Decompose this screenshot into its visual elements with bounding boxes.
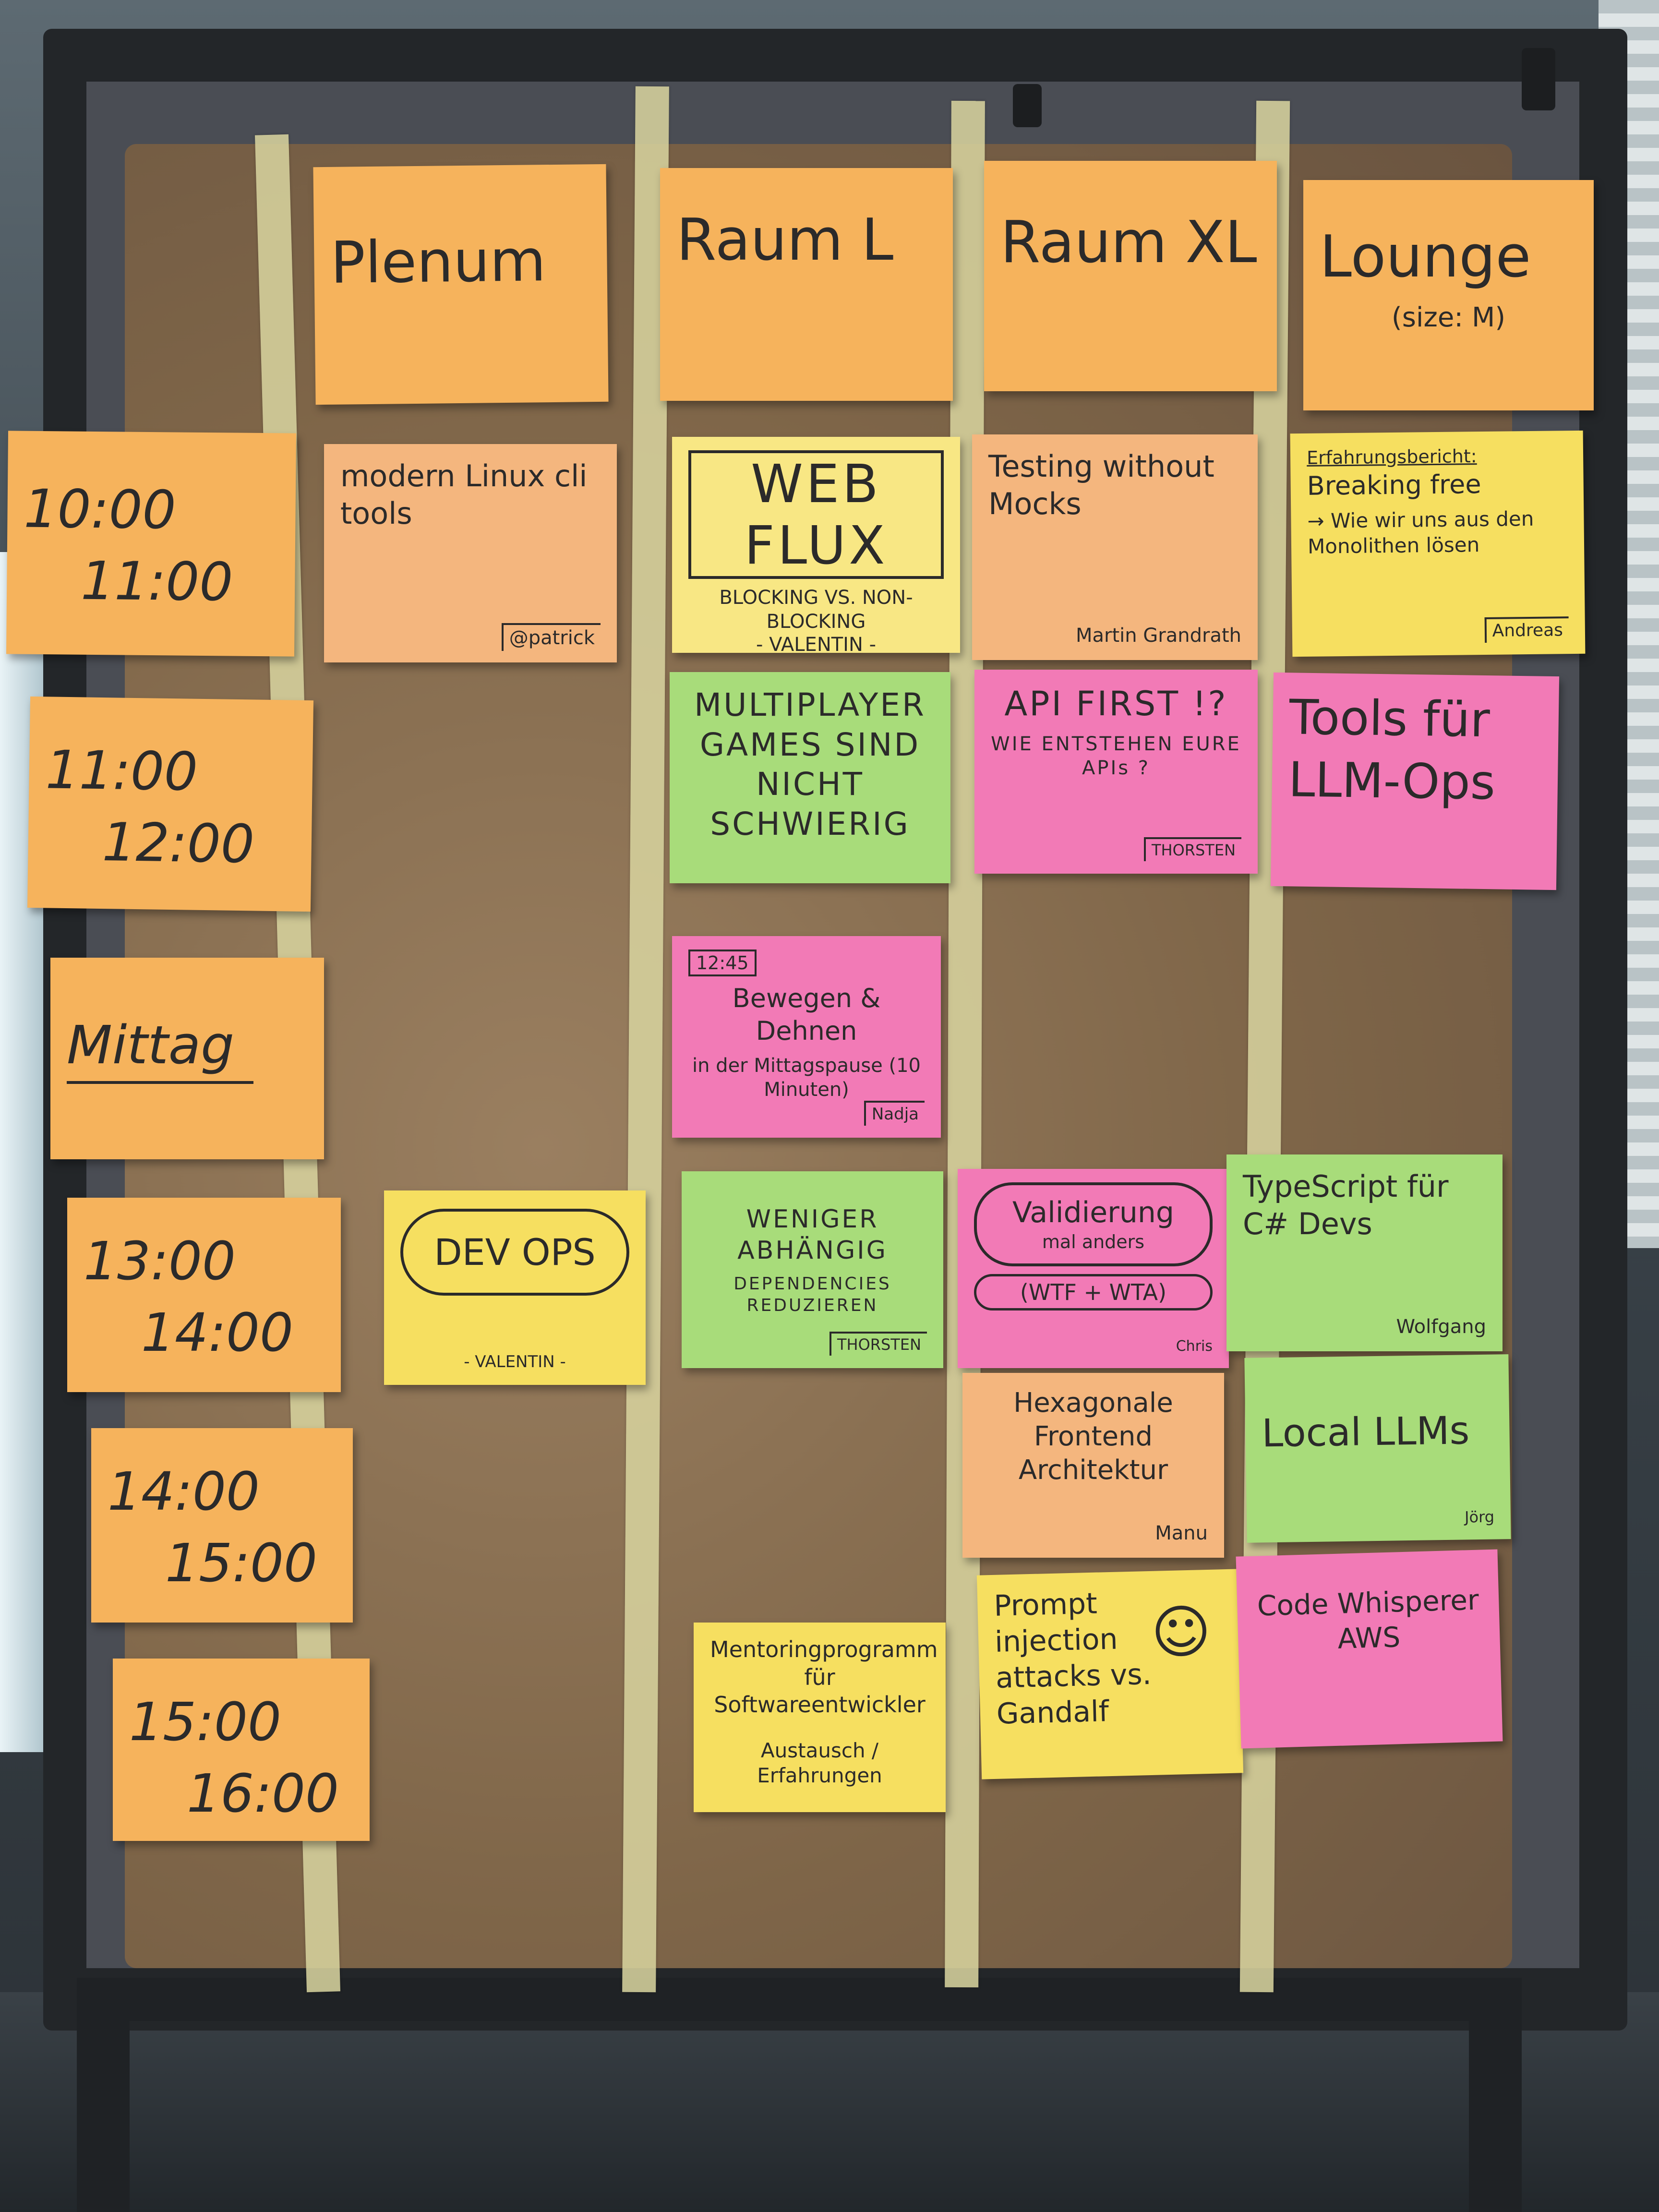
time-start: 11:00 [45,739,198,803]
session-title: Mentoringprogramm für Softwareentwickler [710,1636,938,1718]
lunch-label: Mittag [67,1010,253,1084]
magnet [1522,48,1555,110]
time-start: 10:00 [24,478,177,541]
session-author: - VALENTIN - [756,634,877,653]
session-api-first: API FIRST !? WIE ENTSTEHEN EURE APIs ? T… [974,670,1258,874]
session-validierung: Validierung mal anders (WTF + WTA) Chris [958,1169,1229,1368]
session-breaking-free: Erfahrungsbericht: Breaking free → Wie w… [1290,430,1586,657]
session-webflux: WEB FLUX BLOCKING VS. NON-BLOCKING - VAL… [672,437,960,653]
session-time-tag: 12:45 [688,950,757,976]
time-slot-2: 11:00 12:00 [27,696,314,912]
session-subtitle: WIE ENTSTEHEN EURE APIs ? [991,733,1241,779]
session-title: Code Whisperer AWS [1256,1583,1479,1655]
time-slot-5: 15:00 16:00 [113,1659,370,1841]
magnet [1013,84,1042,127]
stand-leg-left [77,1992,130,2212]
stand-leg-right [1469,1992,1522,2212]
time-end: 11:00 [80,550,233,613]
session-author: Martin Grandrath [1075,625,1241,647]
session-multiplayer-games: MULTIPLAYER GAMES SIND NICHT SCHWIERIG [670,672,950,883]
session-title: Validierung [1012,1196,1174,1229]
session-subtitle: mal anders [1042,1231,1145,1252]
session-subtitle: in der Mittagspause (10 Minuten) [692,1055,921,1101]
session-title: Testing without Mocks [988,449,1214,521]
time-end: 12:00 [101,811,255,875]
session-linux-cli-tools: modern Linux cli tools @patrick [324,444,617,662]
time-slot-4: 14:00 15:00 [91,1428,353,1623]
session-title: WENIGER ABHÄNGIG [737,1205,888,1265]
time-slot-3: 13:00 14:00 [67,1198,341,1392]
session-author: - VALENTIN - [464,1352,566,1371]
session-title: MULTIPLAYER GAMES SIND NICHT SCHWIERIG [694,686,926,842]
frame-bar [77,1978,1522,2021]
session-subtitle: DEPENDENCIES REDUZIEREN [733,1274,891,1315]
session-author: Andreas [1484,616,1569,643]
session-label: Erfahrungsbericht: [1306,445,1477,469]
session-tag: (WTF + WTA) [974,1274,1213,1310]
session-title: WEB FLUX [688,450,944,579]
time-end: 14:00 [141,1301,294,1363]
header-raum-l: Raum L [660,168,953,401]
session-subtitle: BLOCKING VS. NON-BLOCKING [719,587,913,633]
time-slot-1: 10:00 11:00 [6,431,297,657]
wizard-face-icon: ☺ [1150,1598,1212,1667]
header-title: Raum L [676,207,894,274]
time-start: 13:00 [84,1230,236,1292]
session-bewegen-dehnen: 12:45 Bewegen & Dehnen in der Mittagspau… [672,936,941,1138]
session-author: THORSTEN [1143,837,1241,861]
session-title: Tools für LLM-Ops [1288,689,1496,811]
time-start: 15:00 [129,1691,282,1753]
session-author: THORSTEN [829,1332,927,1356]
time-end: 15:00 [165,1532,318,1594]
header-title: Lounge [1320,224,1531,290]
session-title: Hexagonale Frontend Architektur [1013,1387,1173,1486]
session-mentoringprogramm: Mentoringprogramm für Softwareentwickler… [694,1623,946,1812]
session-prompt-injection: Prompt injection attacks vs. Gandalf ☺ [976,1569,1244,1779]
session-title: TypeScript für C# Devs [1243,1169,1449,1241]
session-author: Jörg [1464,1507,1495,1527]
header-raum-xl: Raum XL [984,161,1277,391]
header-subtitle: (size: M) [1391,302,1506,333]
session-subtitle: → Wie wir uns aus den Monolithen lösen [1307,506,1534,558]
time-end: 16:00 [187,1762,339,1824]
session-title: Breaking free [1307,469,1481,501]
session-author: Wolfgang [1396,1316,1486,1338]
session-hexagonale-frontend: Hexagonale Frontend Architektur Manu [962,1373,1224,1558]
session-title: modern Linux cli tools [340,458,588,531]
session-author: Nadja [864,1101,925,1126]
header-plenum: Plenum [313,164,609,405]
session-author: @patrick [501,623,601,651]
session-author: Manu [1155,1522,1208,1544]
session-local-llms: Local LLMs Jörg [1244,1354,1511,1543]
header-title: Plenum [330,228,546,297]
session-title: API FIRST !? [1004,684,1228,723]
session-title: Bewegen & Dehnen [732,983,881,1046]
session-weniger-abhaengig: WENIGER ABHÄNGIG DEPENDENCIES REDUZIEREN… [682,1171,943,1368]
session-devops: DEV OPS - VALENTIN - [384,1190,646,1385]
session-tools-llm-ops: Tools für LLM-Ops [1270,672,1560,890]
time-slot-lunch: Mittag [50,958,324,1159]
session-typescript: TypeScript für C# Devs Wolfgang [1226,1154,1503,1351]
header-lounge: Lounge (size: M) [1303,180,1594,410]
session-author: Chris [1176,1338,1213,1355]
session-title: DEV OPS [400,1209,629,1296]
session-testing-without-mocks: Testing without Mocks Martin Grandrath [972,434,1258,660]
session-subtitle: Austausch / Erfahrungen [757,1738,882,1788]
time-start: 14:00 [108,1461,260,1522]
session-title: Local LLMs [1261,1408,1470,1456]
session-code-whisperer: Code Whisperer AWS [1236,1549,1503,1749]
speech-bubble: Validierung mal anders [974,1182,1213,1266]
header-title: Raum XL [1000,209,1257,276]
